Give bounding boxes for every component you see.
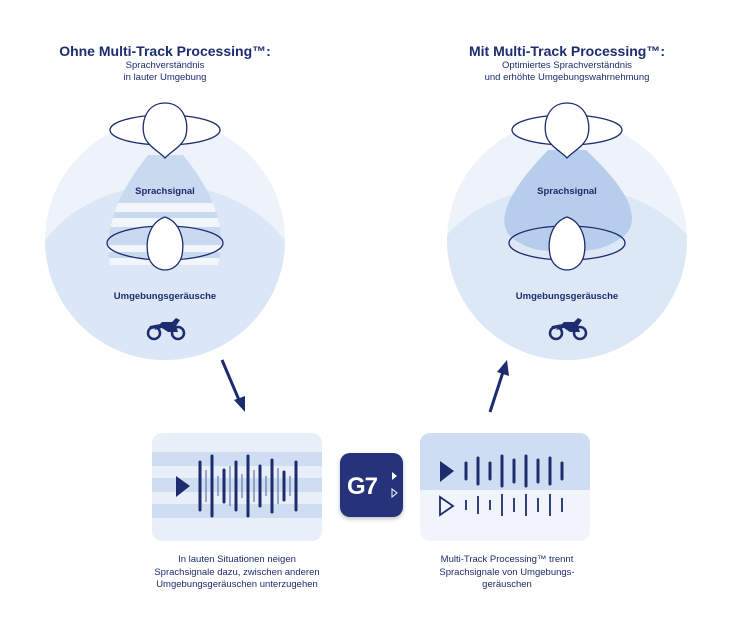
right-caption-line-2: Sprachsignale von Umgebungs- — [439, 566, 575, 578]
g7-chevrons-icon — [391, 472, 398, 499]
left-title: Ohne Multi-Track Processing™: — [59, 43, 271, 59]
right-play-outline-icon — [439, 495, 455, 517]
right-speech-cone — [504, 150, 633, 251]
right-subtitle-line-2: und erhöhte Umgebungswahrnehmung — [484, 72, 650, 83]
left-play-icon — [176, 476, 190, 497]
g7-badge-label: G7 — [347, 473, 378, 500]
left-caption-line-1: In lauten Situationen neigen — [178, 554, 296, 565]
left-diagram — [45, 102, 285, 360]
right-speech-label: Sprachsignal — [537, 186, 597, 197]
left-subtitle-line-2: in lauter Umgebung — [123, 72, 207, 83]
right-caption-line-1: Multi-Track Processing™ trennt — [440, 554, 574, 565]
right-motorcycle-icon — [548, 318, 588, 341]
left-noise-wave — [205, 466, 291, 506]
right-subtitle: Optimiertes Sprachverständnis und erhöht… — [440, 60, 694, 84]
left-waveform-card — [152, 433, 322, 541]
arrow-down-icon — [220, 359, 245, 412]
g7-badge: G7 — [340, 453, 403, 517]
left-speech-label: Sprachsignal — [135, 186, 195, 197]
left-ambient-label: Umgebungsgeräusche — [113, 291, 217, 302]
right-speech-wave — [464, 454, 564, 488]
left-speaker-head — [109, 102, 221, 160]
left-caption-line-2: Sprachsignale dazu, zwischen anderen — [154, 566, 320, 578]
left-motorcycle-icon — [146, 318, 186, 341]
left-caption-line-3: Umgebungsgeräuschen unterzugehen — [156, 579, 318, 590]
right-caption: Multi-Track Processing™ trennt Sprachsig… — [402, 554, 612, 592]
left-subtitle-line-1: Sprachverständnis — [125, 60, 205, 71]
right-speaker-head — [511, 102, 623, 160]
right-waveform-card — [420, 433, 590, 541]
right-title: Mit Multi-Track Processing™: — [468, 43, 666, 59]
right-subtitle-line-1: Optimiertes Sprachverständnis — [502, 60, 632, 71]
right-listener-head — [508, 216, 626, 271]
left-speech-wave — [198, 454, 298, 518]
left-caption: In lauten Situationen neigen Sprachsigna… — [130, 554, 344, 592]
arrow-up-icon — [488, 360, 509, 413]
right-ambient-label: Umgebungsgeräusche — [515, 291, 619, 302]
right-caption-line-3: geräuschen — [482, 579, 532, 590]
right-play-icon — [440, 461, 454, 482]
right-noise-wave — [465, 494, 563, 516]
right-diagram — [447, 102, 687, 360]
left-subtitle: Sprachverständnis in lauter Umgebung — [60, 60, 270, 84]
left-listener-head — [106, 216, 224, 271]
